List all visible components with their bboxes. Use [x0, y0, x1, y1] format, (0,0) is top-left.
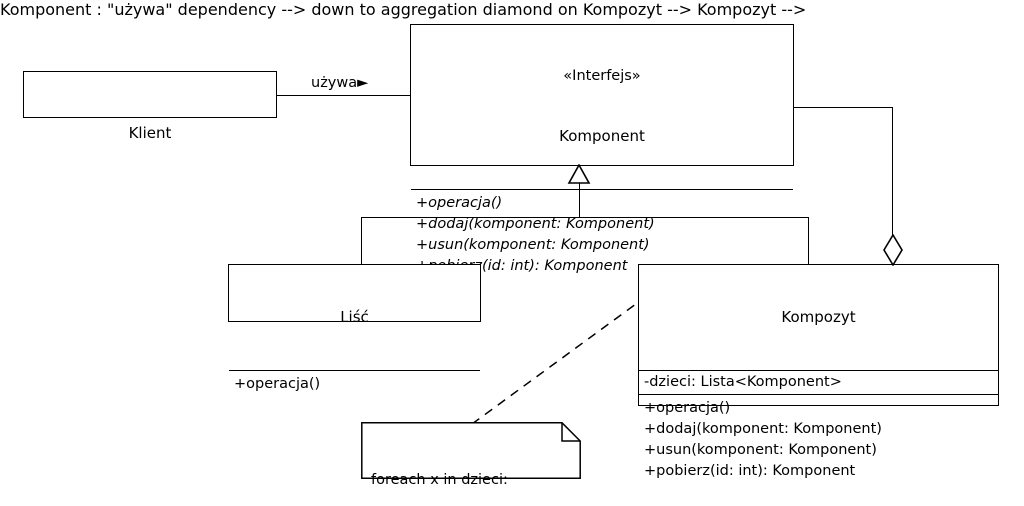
- generalization-drop-lisc: [360, 216, 362, 265]
- class-name-komponent: Komponent: [559, 127, 645, 145]
- class-title-komponent: «Interfejs» Komponent: [411, 25, 793, 190]
- generalization-stem: [578, 182, 580, 218]
- aggregation-connector-top: [793, 106, 893, 108]
- class-box-komponent[interactable]: «Interfejs» Komponent +operacja() +dodaj…: [410, 24, 794, 274]
- class-name-klient: Klient: [128, 124, 172, 142]
- aggregation-connector-vertical: [892, 106, 894, 237]
- note-anchor-line: [460, 292, 650, 434]
- uses-label: używa►: [311, 75, 369, 91]
- class-box-kompozyt[interactable]: Kompozyt -dzieci: Lista<Komponent> +oper…: [638, 264, 999, 479]
- note-shape-icon: [361, 422, 581, 479]
- member-row: +operacja(): [644, 400, 731, 416]
- generalization-bus: [361, 216, 809, 218]
- member-row: +usun(komponent: Komponent): [416, 237, 650, 253]
- member-row: +operacja(): [234, 376, 321, 392]
- member-row: +pobierz(id: int): Komponent: [644, 463, 856, 479]
- class-title-klient: Klient: [24, 72, 276, 186]
- note-text: foreach x in dzieci: x.operacja();: [371, 428, 508, 506]
- class-attributes-kompozyt: -dzieci: Lista<Komponent>: [639, 371, 998, 394]
- uses-connector-line: [277, 94, 411, 96]
- class-methods-kompozyt: +operacja() +dodaj(komponent: Komponent)…: [639, 394, 998, 486]
- member-row: +usun(komponent: Komponent): [644, 442, 877, 458]
- class-title-kompozyt: Kompozyt: [639, 265, 998, 371]
- class-name-kompozyt: Kompozyt: [781, 308, 856, 326]
- aggregation-diamond-icon: [881, 233, 905, 267]
- member-row: +dodaj(komponent: Komponent): [644, 421, 882, 437]
- note-line: foreach x in dzieci:: [371, 472, 508, 488]
- generalization-triangle-icon: [567, 163, 591, 184]
- class-methods-lisc: +operacja(): [229, 371, 480, 399]
- class-stereotype-komponent: «Interfejs»: [563, 68, 641, 84]
- class-box-klient[interactable]: Klient: [23, 71, 277, 142]
- member-row: +dodaj(komponent: Komponent): [416, 216, 655, 232]
- class-name-lisc: Liść: [340, 308, 369, 326]
- class-title-lisc: Liść: [229, 265, 480, 371]
- member-row: -dzieci: Lista<Komponent>: [644, 374, 842, 390]
- generalization-drop-kompozyt: [807, 216, 809, 265]
- member-row: +operacja(): [416, 195, 503, 211]
- note-box[interactable]: foreach x in dzieci: x.operacja();: [361, 422, 581, 488]
- class-box-lisc[interactable]: Liść +operacja(): [228, 264, 481, 392]
